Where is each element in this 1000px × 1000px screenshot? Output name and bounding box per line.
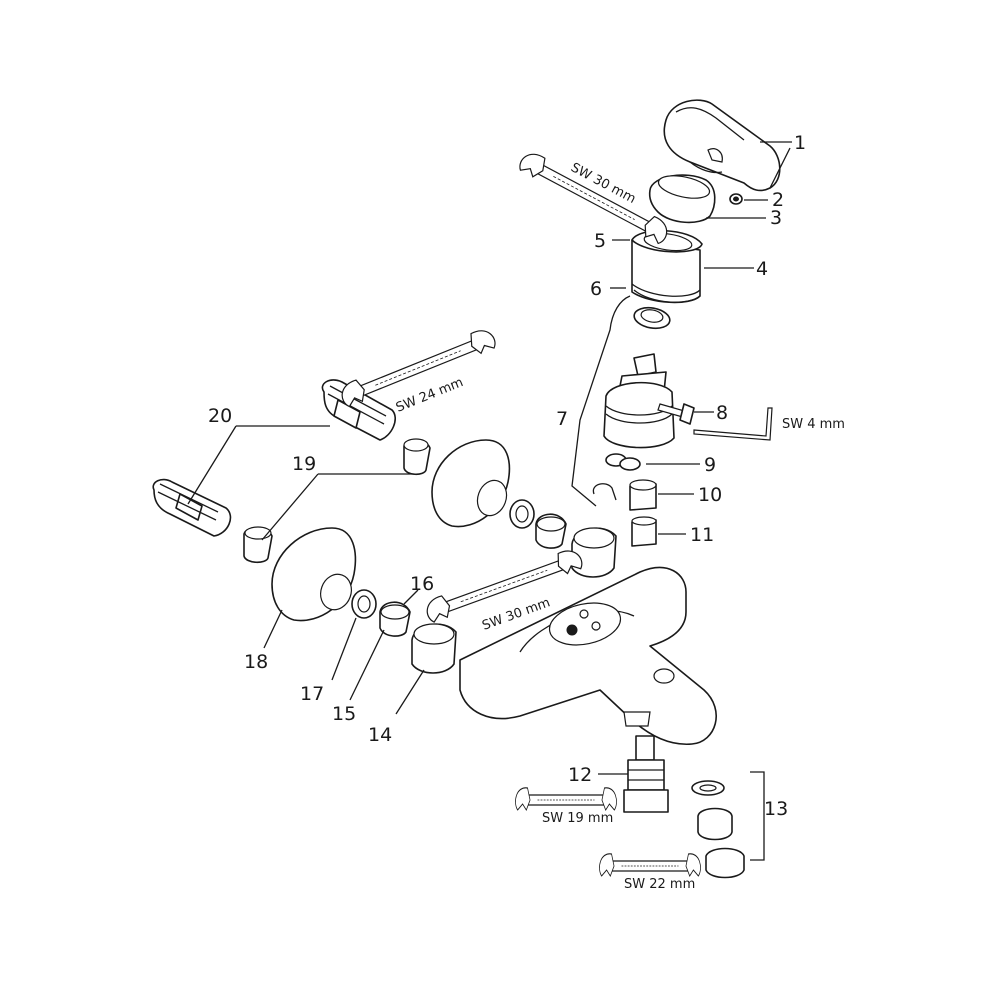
leader-lines [187, 141, 792, 775]
label-8: 8 [716, 402, 728, 424]
wrench-sw22 [598, 853, 702, 877]
s-union-lower [152, 478, 232, 537]
label-19: 19 [292, 453, 316, 475]
washer-upper [509, 499, 535, 529]
label-9: 9 [704, 454, 716, 476]
aerator-set [691, 771, 765, 879]
hex-key [693, 407, 773, 441]
diverter-cartridge [623, 735, 669, 813]
ceramic-cartridge [603, 306, 675, 449]
grub-screw [729, 193, 743, 205]
label-17: 17 [300, 683, 324, 705]
rosette-lower [271, 527, 357, 622]
flow-restrictor-upper [403, 438, 431, 476]
label-1: 1 [794, 132, 806, 154]
label-14: 14 [368, 724, 392, 746]
label-5: 5 [594, 230, 606, 252]
tool-label-sw4: SW 4 mm [782, 417, 845, 432]
washer [351, 589, 377, 619]
cartridge-sleeve [631, 229, 703, 304]
rosette-upper [431, 439, 511, 528]
check-valve-upper [535, 513, 567, 549]
tool-label-sw24: SW 24 mm [394, 375, 466, 416]
label-6: 6 [590, 278, 602, 300]
label-20: 20 [208, 405, 232, 427]
cap-10 [629, 479, 657, 511]
union-nut-upper [571, 527, 617, 578]
label-4: 4 [756, 258, 768, 280]
cover-cap [648, 174, 716, 224]
union-nut [411, 623, 457, 674]
retaining-clip [592, 483, 617, 501]
plug-11 [631, 516, 657, 547]
label-7: 7 [556, 408, 568, 430]
label-11: 11 [690, 524, 714, 546]
wrench-sw19 [514, 787, 618, 811]
label-15: 15 [332, 703, 356, 725]
label-12: 12 [568, 764, 592, 786]
mixer-body [459, 566, 717, 746]
o-rings [605, 453, 641, 471]
tool-label-sw19: SW 19 mm [542, 811, 613, 826]
fixing-screw [657, 403, 695, 425]
s-union-upper [321, 379, 396, 441]
label-18: 18 [244, 651, 268, 673]
label-13: 13 [764, 798, 788, 820]
check-valve [379, 601, 411, 637]
lever-handle [663, 99, 781, 192]
label-16: 16 [410, 573, 434, 595]
label-10: 10 [698, 484, 722, 506]
label-2: 2 [772, 189, 784, 211]
label-3: 3 [770, 207, 782, 229]
tool-label-sw22: SW 22 mm [624, 877, 695, 892]
